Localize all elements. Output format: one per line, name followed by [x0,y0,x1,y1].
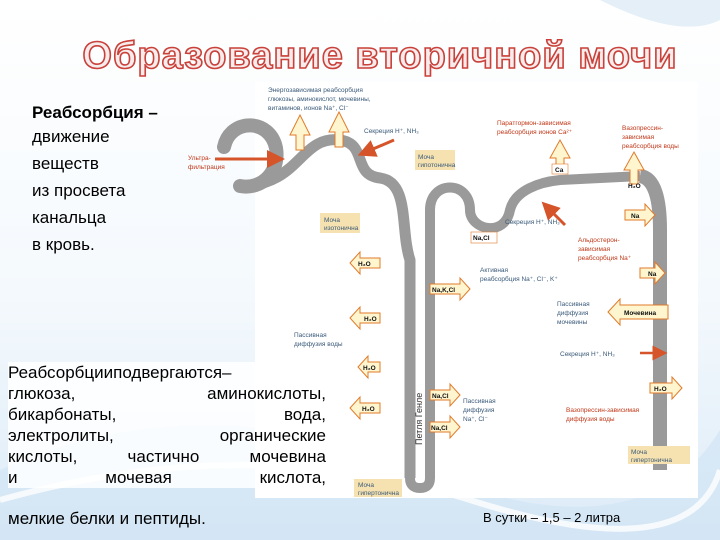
urine-isotonic-box [320,213,360,233]
h2o-left-label-3: H₂O [363,365,376,372]
secretion-proximal-label: Секреция H⁺, NH₃ [364,128,419,135]
na-right-arrow [624,202,656,228]
secretion-distal-arrow [541,201,567,227]
reabsorbed-substances-text: Реабсорбцииподвергаются– глюкоза, аминок… [8,362,326,488]
reabsorption-up-arrows [289,110,350,151]
definition-line-4: канальца [32,208,107,227]
ultrafiltration-label: Ультра-фильтрация [188,155,225,171]
daily-volume-note: В сутки – 1,5 – 2 литра [483,510,621,525]
h2o-left-label-2: H₂O [364,316,377,323]
loop-of-henle [405,171,641,493]
na-lower-label: Na [648,271,657,278]
reabsorbed-last-line: мелкие белки и пептиды. [8,509,206,528]
definition-line-3: из просвета [32,181,126,200]
h2o-up-arrow-top [623,150,645,185]
collecting-duct [638,169,667,470]
definition-line-1: движение [32,127,110,146]
h2o-top-label: H₂O [628,183,641,190]
definition-term: Реабсорбция – [32,103,158,122]
h2o-right-arrow-bottom [649,375,683,401]
nacl-upper-label: Na,Cl [473,235,490,242]
definition-line-2: веществ [32,154,99,173]
urine-hypotonic-box [415,150,455,170]
proximal-tubule [239,134,416,478]
reabsorbed-line-3: бикарбонаты, вода, [8,405,326,424]
nakcl-right-arrow [429,276,471,302]
reabsorbed-line-5: кислоты, частично мочевина [8,447,326,466]
h2o-left-label-1: H₂O [358,261,371,268]
urine-hypertonic-bottom-box [354,479,402,497]
slide-title: Образование вторичной мочи [82,35,677,77]
reabsorbed-line-6: и мочевая кислота, [8,468,326,487]
ca-box-label: Ca [555,167,564,174]
loop-of-henle-label: Петля Генле [414,393,424,445]
nacl-right-arrow-1 [429,382,461,408]
urea-left-arrow [607,297,669,327]
ca-box [551,163,569,175]
nacl-right-arrow-2 [429,414,461,440]
urea-label: Мочевина [624,310,657,317]
h2o-left-arrows [349,250,381,421]
slide-title-graphic: Образование вторичной мочи [82,34,678,78]
reabsorbed-line-1: Реабсорбцииподвергаются– [8,363,232,382]
definition-block: Реабсорбция – движение веществ из просве… [32,103,242,258]
nephron-diagram-panel [255,82,698,498]
definition-line-5: в кровь. [32,235,95,254]
nakcl-label: Na,K,Cl [432,287,455,294]
nacl-lower-label-1: Na,Cl [432,393,449,400]
na-right-arrow-lower [639,260,666,286]
secretion-distal-label: Секреция H⁺, NH₃ [505,219,560,226]
reabsorbed-line-2: глюкоза, аминокислоты, [8,384,326,403]
secretion-collecting-label: Секреция H⁺, NH₃ [560,351,615,358]
nacl-lower-label-2: Na,Cl [431,425,448,432]
secretion-proximal-arrow [357,138,395,157]
h2o-left-label-4: H₂O [362,406,375,413]
reabsorbed-line-4: электролиты, органические [8,426,326,445]
h2o-right-label: H₂O [654,386,667,393]
nacl-box-upper [470,231,498,244]
urine-hypertonic-right-box [628,446,690,464]
na-upper-label: Na [631,213,640,220]
